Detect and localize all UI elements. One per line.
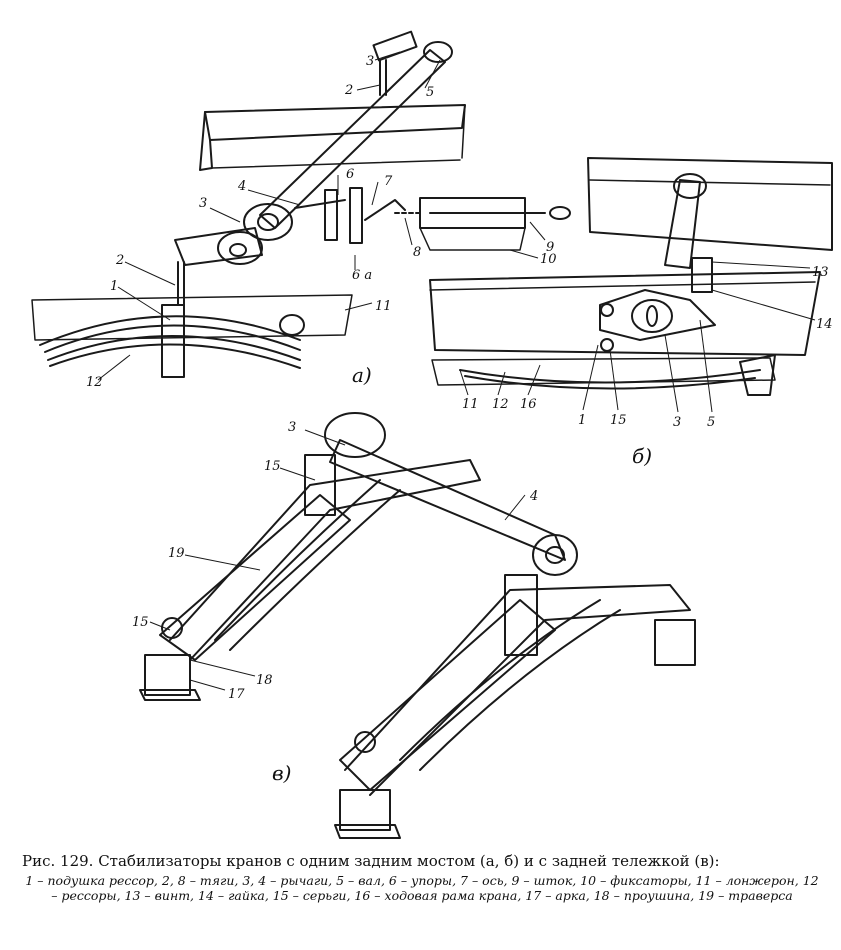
svg-text:в): в) [272, 761, 291, 785]
svg-text:3: 3 [288, 420, 296, 435]
panel-v-drawing [139, 412, 696, 839]
svg-text:19: 19 [168, 546, 185, 561]
caption-legend: 1 – подушка рессор, 2, 8 – тяги, 3, 4 – … [25, 873, 819, 903]
svg-text:4: 4 [529, 489, 538, 504]
panel-b-labels: 13 14 11 12 16 1 15 3 5 б) [462, 265, 833, 468]
svg-text:12: 12 [492, 397, 509, 412]
svg-text:12: 12 [86, 375, 103, 390]
svg-text:а): а) [352, 363, 372, 387]
svg-text:15: 15 [610, 413, 627, 428]
svg-text:10: 10 [540, 252, 557, 267]
svg-text:9: 9 [546, 240, 554, 255]
svg-text:4: 4 [237, 179, 246, 194]
svg-text:8: 8 [413, 245, 421, 260]
svg-text:15: 15 [264, 459, 281, 474]
panel-a-labels: 3 2 5 4 6 7 3 8 9 10 2 6 а 1 11 12 а) [86, 54, 557, 390]
svg-text:3: 3 [199, 196, 207, 211]
svg-text:7: 7 [384, 174, 393, 189]
svg-text:3: 3 [366, 54, 374, 69]
svg-text:6: 6 [346, 167, 354, 182]
svg-text:18: 18 [256, 673, 273, 688]
svg-text:11: 11 [462, 397, 479, 412]
svg-text:б): б) [632, 444, 652, 468]
svg-text:16: 16 [520, 397, 537, 412]
svg-text:13: 13 [812, 265, 829, 280]
caption-title: Рис. 129. Стабилизаторы кранов с одним з… [22, 852, 720, 870]
svg-text:11: 11 [375, 299, 392, 314]
svg-text:1: 1 [110, 279, 118, 294]
svg-text:2: 2 [344, 83, 353, 98]
svg-text:15: 15 [132, 615, 149, 630]
svg-text:6 а: 6 а [352, 268, 372, 283]
technical-figure: 3 2 5 4 6 7 3 8 9 10 2 6 а 1 11 12 а) 13… [31, 30, 833, 839]
svg-text:5: 5 [426, 85, 434, 100]
svg-text:3: 3 [673, 415, 681, 430]
svg-text:17: 17 [228, 687, 245, 702]
panel-a-drawing [31, 30, 571, 378]
figure-caption: Рис. 129. Стабилизаторы кранов с одним з… [22, 852, 822, 903]
svg-text:5: 5 [707, 415, 715, 430]
panel-b-drawing [429, 157, 833, 396]
panel-v-labels: 3 15 4 19 15 17 18 в) [132, 420, 538, 785]
svg-text:2: 2 [115, 253, 124, 268]
svg-text:14: 14 [816, 317, 833, 332]
svg-text:1: 1 [578, 413, 586, 428]
